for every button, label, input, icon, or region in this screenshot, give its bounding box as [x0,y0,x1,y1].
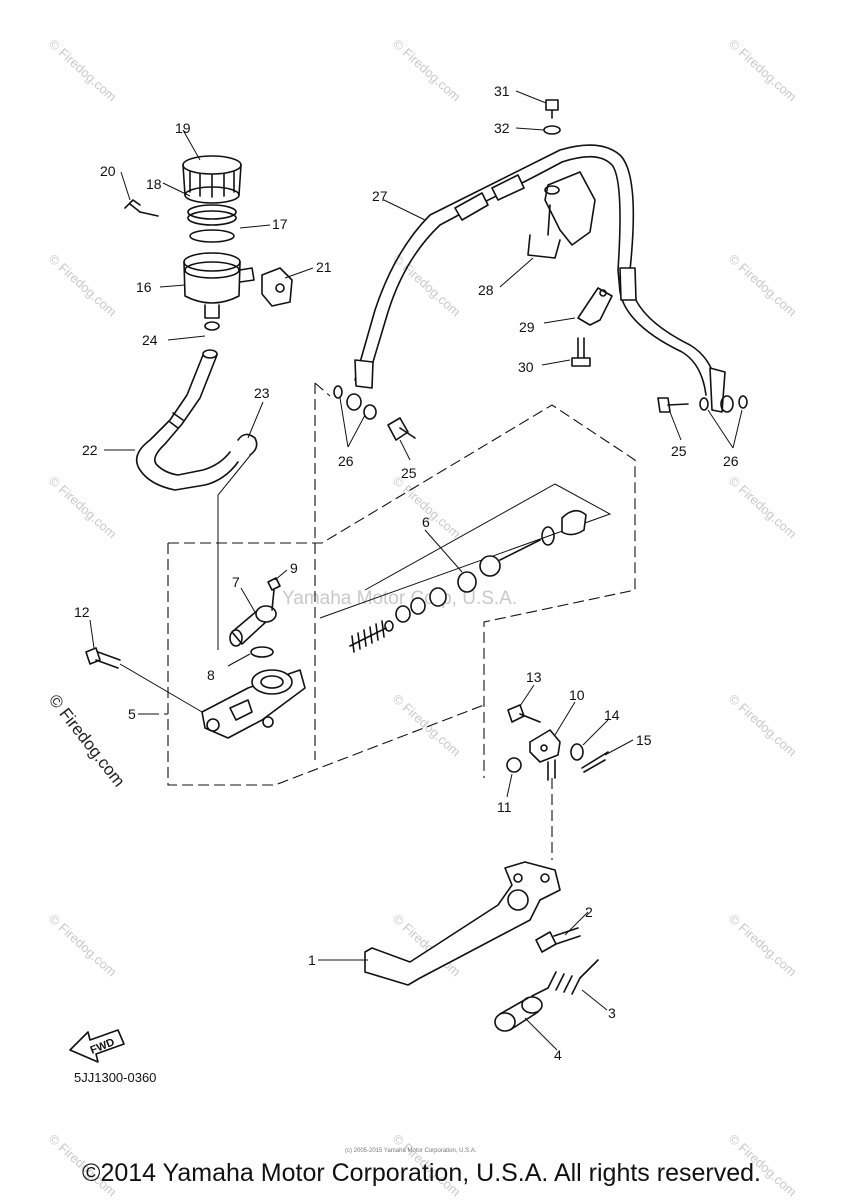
o-ring-8 [250,646,274,658]
watermark: © Firedog.com [390,691,464,759]
callout-31: 31 [494,83,510,99]
nut-11 [506,757,522,773]
watermark: © Firedog.com [46,473,120,541]
screw-20 [124,199,159,217]
bolt-31 [545,99,559,119]
watermark: © Firedog.com [726,36,800,104]
callout-32: 32 [494,120,510,136]
callout-30: 30 [518,359,534,375]
callout-20: 20 [100,163,116,179]
watermark-layer: © Firedog.com © Firedog.com © Firedog.co… [46,36,800,1199]
callout-15: 15 [636,732,652,748]
callout-2: 2 [585,904,593,920]
callout-24: 24 [142,332,158,348]
callout-10: 10 [569,687,585,703]
callout-3: 3 [608,1005,616,1021]
union-bolt-left [333,385,416,441]
callout-11: 11 [497,799,512,815]
callout-14: 14 [604,707,620,723]
callout-7: 7 [232,574,240,590]
callout-6: 6 [422,514,430,530]
fwd-arrow: FWD [69,1029,125,1063]
cotter-pin [581,751,609,773]
callout-16: 16 [136,279,152,295]
reservoir-tank [183,252,255,331]
hose-clamp-29 [577,287,613,326]
callouts: 1 2 3 4 5 6 7 8 9 10 11 12 13 14 15 16 1… [74,83,739,1063]
master-cylinder [201,669,306,739]
piston-kit [349,509,587,653]
callout-28: 28 [478,282,494,298]
assembly-outlines [148,382,636,860]
hose-clip [237,433,258,456]
watermark: © Firedog.com [390,251,464,319]
callout-9: 9 [290,560,298,576]
bolt-30 [571,337,591,367]
callout-21: 21 [316,259,332,275]
pin-13 [507,704,541,723]
callout-4: 4 [554,1047,562,1063]
callout-23: 23 [254,385,270,401]
washer-32 [543,125,561,135]
reservoir-hose [135,349,239,491]
callout-29: 29 [519,319,535,335]
callout-8: 8 [207,667,215,683]
small-copyright-note: (c) 2005-2015 Yamaha Motor Corporation, … [345,1148,477,1154]
diagram-code: 5JJ1300-0360 [74,1070,156,1085]
reservoir-bracket [261,267,293,307]
hose-joint [229,605,277,647]
callout-19: 19 [175,120,191,136]
watermark: © Firedog.com [46,36,120,104]
callout-25-right: 25 [671,443,687,459]
clevis [529,729,561,781]
spacer-collar [494,996,543,1032]
return-spring [531,959,599,997]
callout-1: 1 [308,952,316,968]
reservoir-cap [182,155,242,204]
watermark: © Firedog.com [726,251,800,319]
callout-26-left: 26 [338,453,354,469]
watermark: © Firedog.com [46,251,120,319]
washer-14 [570,743,584,761]
callout-25-left: 25 [401,465,417,481]
screw-9 [267,577,281,611]
side-watermark: © Firedog.com [45,691,129,791]
copyright-footer: ©2014 Yamaha Motor Corporation, U.S.A. A… [82,1159,761,1187]
callout-5: 5 [128,706,136,722]
union-bolt-right [657,395,748,413]
callout-18: 18 [146,176,162,192]
callout-26-right: 26 [723,453,739,469]
hose-holder [527,171,596,259]
watermark: © Firedog.com [726,691,800,759]
callout-27: 27 [372,188,388,204]
watermark: © Firedog.com [390,473,464,541]
bolt-12 [85,647,203,713]
watermark: © Firedog.com [46,911,120,979]
watermark: © Firedog.com [726,473,800,541]
leader-lines [89,90,743,1051]
callout-12: 12 [74,604,90,620]
brake-pedal [364,861,561,986]
callout-17: 17 [272,216,288,232]
center-watermark: Yamaha Motor Corp, U.S.A. [282,588,517,609]
watermark: © Firedog.com [390,36,464,104]
callout-22: 22 [82,442,98,458]
pedal-shaft [535,927,581,953]
callout-13: 13 [526,669,542,685]
watermark: © Firedog.com [726,911,800,979]
diaphragm [187,204,237,243]
